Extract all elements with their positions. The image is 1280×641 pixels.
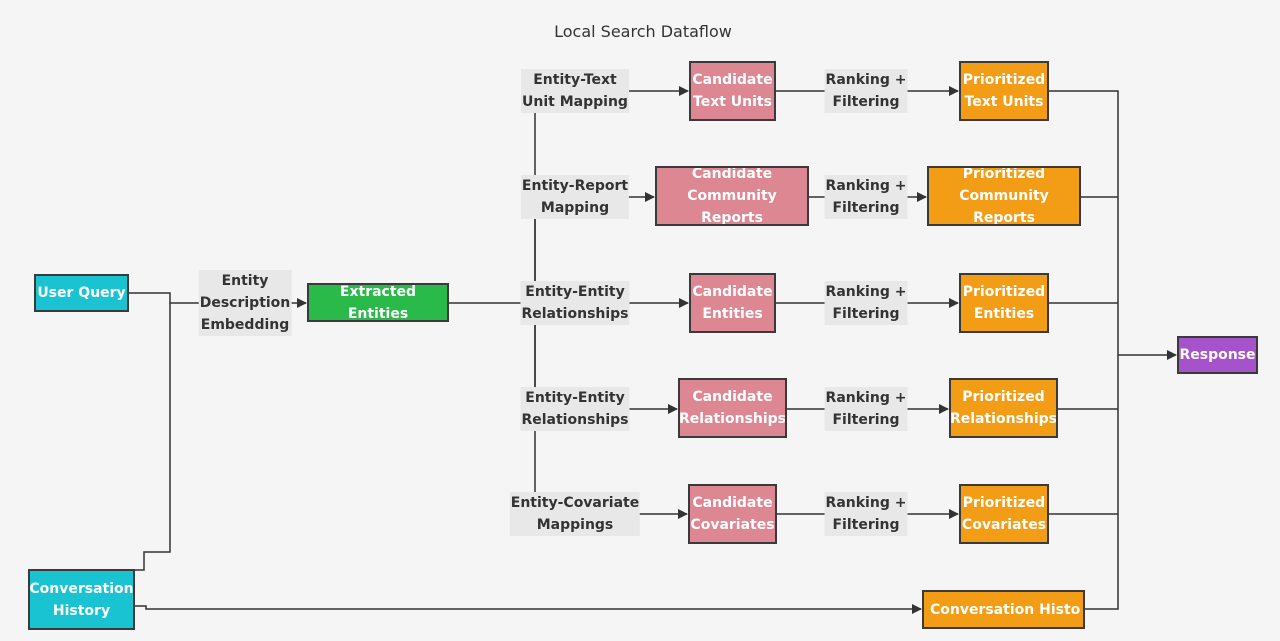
node-prioritized-covariates[interactable]: Prioritized Covariates [959,484,1049,544]
node-prioritized-community-reports[interactable]: Prioritized Community Reports [927,166,1081,226]
label-entity-relationships-2-line-1: Entity-Entity [520,387,630,409]
label-entity-relationships-1-line-2: Relationships [520,303,630,325]
label-entity-description-embedding-line-2: Description [198,292,292,314]
label-ranking-covariates-line-1: Ranking + [824,492,908,514]
label-entity-relationships-2-line-2: Relationships [520,409,630,431]
node-conversation-history[interactable]: Conversation History [28,569,135,630]
label-ranking-covariates: Ranking +Filtering [824,492,908,536]
label-entity-description-embedding-line-1: Entity [198,270,292,292]
edge-history-to-history-out [134,604,922,614]
label-report-mapping-line-2: Mapping [520,197,630,219]
label-entity-relationships-1-line-1: Entity-Entity [520,281,630,303]
node-candidate-community-reports[interactable]: Candidate Community Reports [655,166,809,226]
node-user-query[interactable]: User Query [34,274,129,312]
label-covariate-mappings-line-1: Entity-Covariate [509,492,641,514]
label-ranking-relationships: Ranking +Filtering [824,387,908,431]
label-text-unit-mapping-line-2: Unit Mapping [521,91,629,113]
label-ranking-text-units-line-1: Ranking + [824,69,908,91]
label-ranking-entities-line-1: Ranking + [824,281,908,303]
edge-history-to-extracted [134,303,171,571]
edge-text-units-to-response [1048,90,1177,360]
label-text-unit-mapping-line-1: Entity-Text [521,69,629,91]
label-ranking-text-units-line-2: Filtering [824,91,908,113]
node-candidate-covariates[interactable]: Candidate Covariates [688,484,777,544]
node-prioritized-entities[interactable]: Prioritized Entities [959,273,1049,333]
node-conversation-history-out[interactable]: Conversation Histo [922,590,1085,629]
label-covariate-mappings-line-2: Mappings [509,514,641,536]
node-extracted-entities[interactable]: Extracted Entities [307,283,449,322]
node-prioritized-text-units[interactable]: Prioritized Text Units [959,61,1049,121]
label-ranking-text-units: Ranking +Filtering [824,69,908,113]
node-response[interactable]: Response [1177,336,1258,374]
label-ranking-relationships-line-1: Ranking + [824,387,908,409]
label-ranking-community-reports-line-1: Ranking + [824,175,908,197]
diagram-title: Local Search Dataflow [554,22,732,41]
label-ranking-community-reports-line-2: Filtering [824,197,908,219]
label-ranking-entities: Ranking +Filtering [824,281,908,325]
label-entity-description-embedding-line-3: Embedding [198,314,292,336]
label-ranking-relationships-line-2: Filtering [824,409,908,431]
edge-history-out-to-response [1084,355,1119,610]
label-report-mapping-line-1: Entity-Report [520,175,630,197]
node-prioritized-relationships[interactable]: Prioritized Relationships [949,378,1058,438]
label-ranking-community-reports: Ranking +Filtering [824,175,908,219]
node-candidate-text-units[interactable]: Candidate Text Units [689,61,776,121]
node-candidate-entities[interactable]: Candidate Entities [689,273,776,333]
label-ranking-covariates-line-2: Filtering [824,514,908,536]
label-ranking-entities-line-2: Filtering [824,303,908,325]
node-candidate-relationships[interactable]: Candidate Relationships [678,378,787,438]
